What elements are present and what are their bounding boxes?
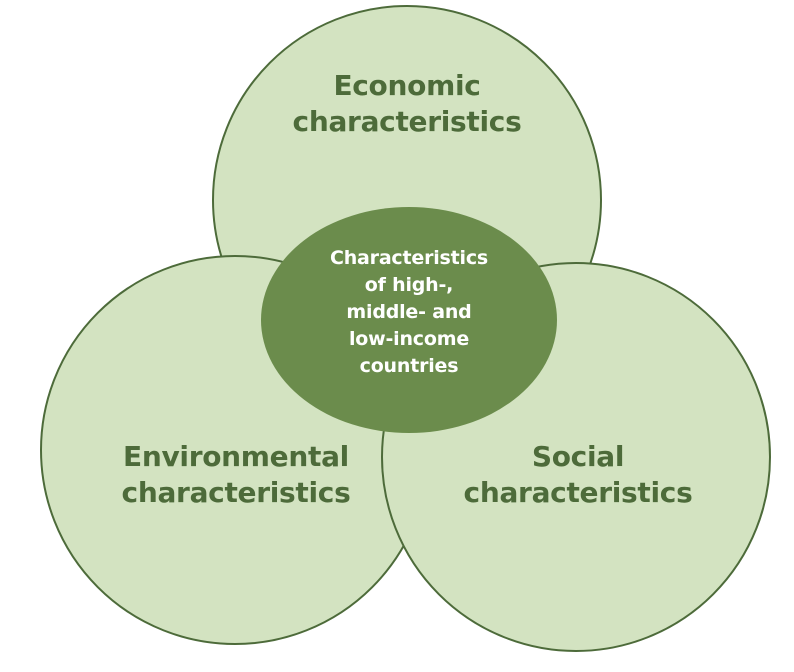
social-label: Social characteristics (463, 440, 693, 509)
environmental-label: Environmental characteristics (121, 440, 351, 509)
center-label: Characteristics of high-, middle- and lo… (329, 247, 489, 377)
economic-label: Economic characteristics (292, 69, 522, 138)
center-ellipse (261, 207, 557, 433)
